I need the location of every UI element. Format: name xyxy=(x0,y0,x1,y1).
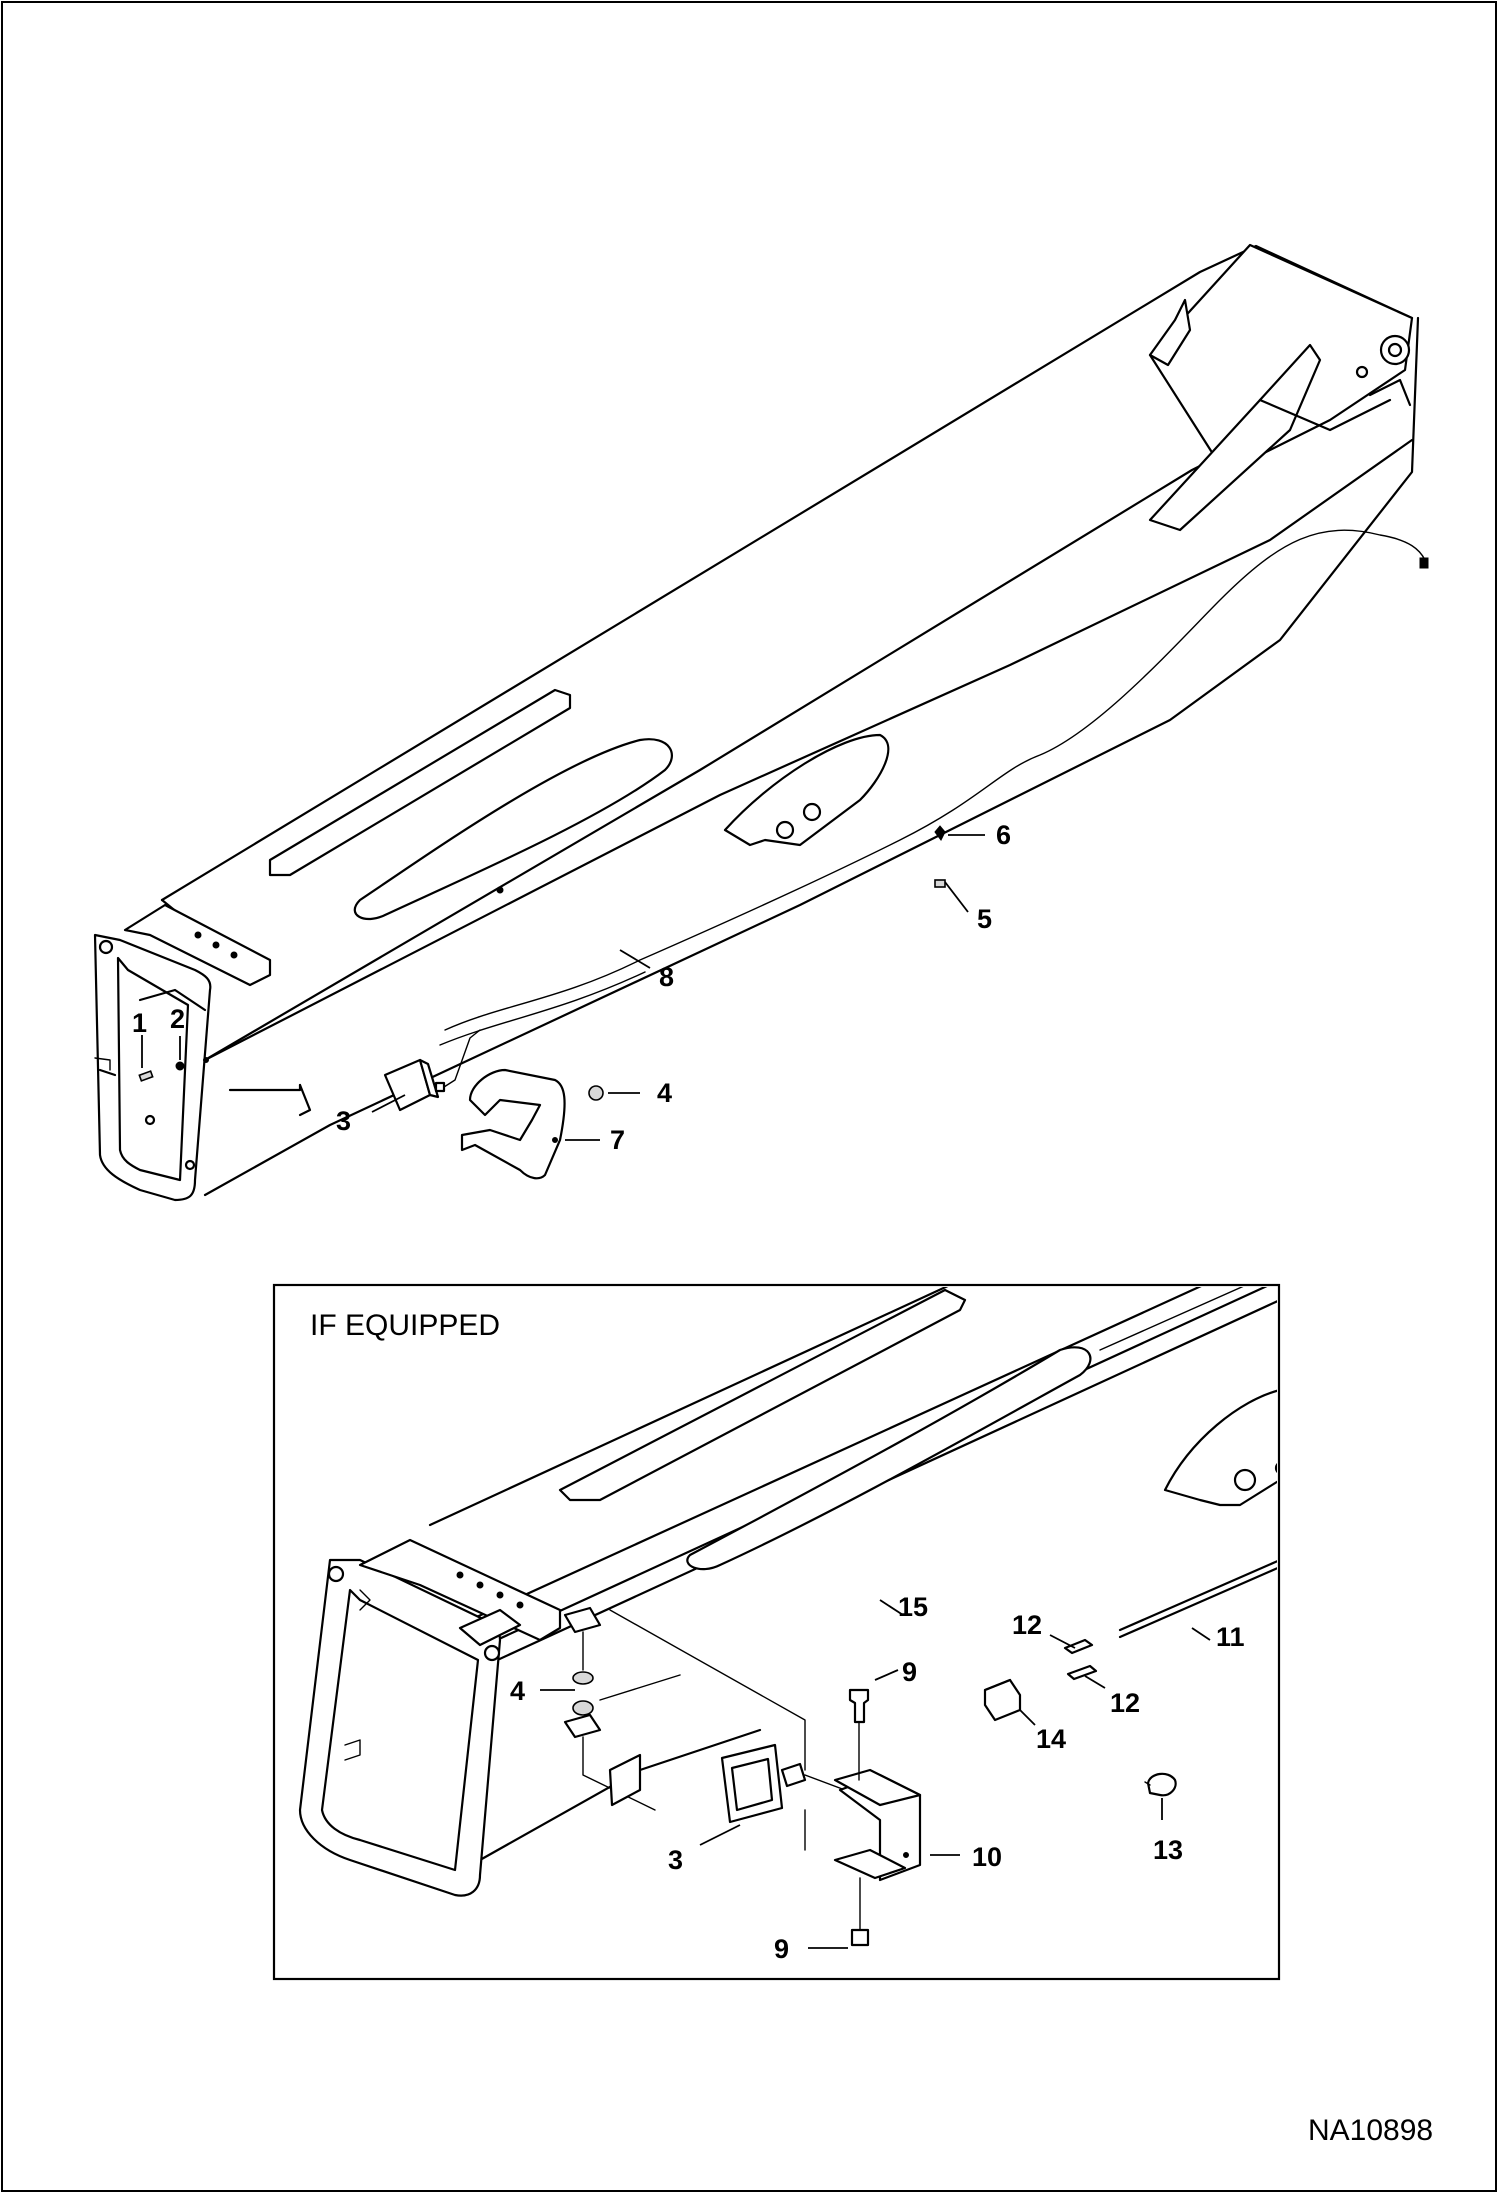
wear-pad-top xyxy=(268,688,572,877)
inset-callouts: 3 4 9 9 10 11 12 12 13 14 15 xyxy=(510,1592,1245,1964)
inset-callout-10: 10 xyxy=(972,1842,1002,1872)
access-slot xyxy=(353,738,673,920)
callout-8: 8 xyxy=(659,962,674,992)
inset-callout-12-upper: 12 xyxy=(1012,1610,1042,1640)
drawing-id: NA10898 xyxy=(1308,2114,1433,2147)
washer-part-5 xyxy=(934,879,946,888)
inset-callout-15: 15 xyxy=(898,1592,928,1622)
inset-if-equipped: IF EQUIPPED xyxy=(272,1283,1281,1981)
inset-light-part-3 xyxy=(720,1743,807,1824)
inset-bolt-lower-part-9 xyxy=(850,1928,870,1947)
inset-clip-upper-part-12 xyxy=(1063,1638,1094,1655)
inset-wear-pad xyxy=(558,1288,967,1502)
inset-callout-9-lower: 9 xyxy=(774,1934,789,1964)
inset-callout-9-upper: 9 xyxy=(902,1657,917,1687)
callout-4: 4 xyxy=(657,1078,672,1108)
inset-callout-12-lower: 12 xyxy=(1110,1688,1140,1718)
callout-5: 5 xyxy=(977,904,992,934)
callout-7: 7 xyxy=(610,1125,625,1155)
screw-part-6 xyxy=(934,825,946,841)
inset-callout-4: 4 xyxy=(510,1676,525,1706)
work-light-part-3 xyxy=(383,1058,446,1112)
callout-3: 3 xyxy=(336,1106,351,1136)
inset-access-slot xyxy=(686,1346,1092,1571)
inset-title: IF EQUIPPED xyxy=(310,1309,500,1342)
inset-clip-lower-part-12 xyxy=(1066,1664,1098,1681)
washer-part-2 xyxy=(175,1061,185,1071)
callout-6: 6 xyxy=(996,820,1011,850)
inset-clamp-part-13 xyxy=(1146,1772,1177,1797)
boom-main-drawing xyxy=(93,243,1429,1202)
callout-1: 1 xyxy=(132,1008,147,1038)
harness-connector-end xyxy=(1419,557,1429,569)
inset-callout-3: 3 xyxy=(668,1845,683,1875)
inset-bolt-upper-part-9 xyxy=(848,1688,870,1724)
inset-isolator-lower xyxy=(572,1700,594,1716)
side-plate xyxy=(723,733,890,847)
light-guard-part-7 xyxy=(460,1068,566,1180)
callout-2: 2 xyxy=(170,1004,185,1034)
inset-callout-11: 11 xyxy=(1216,1622,1245,1652)
bolt-part-1 xyxy=(138,1070,154,1082)
nut-part-4 xyxy=(588,1085,604,1101)
inset-callout-13: 13 xyxy=(1153,1835,1183,1865)
main-callouts: 1 2 3 4 5 6 7 8 xyxy=(132,820,1011,1155)
inset-callout-14: 14 xyxy=(1036,1724,1066,1754)
inset-isolator-upper xyxy=(572,1671,594,1685)
